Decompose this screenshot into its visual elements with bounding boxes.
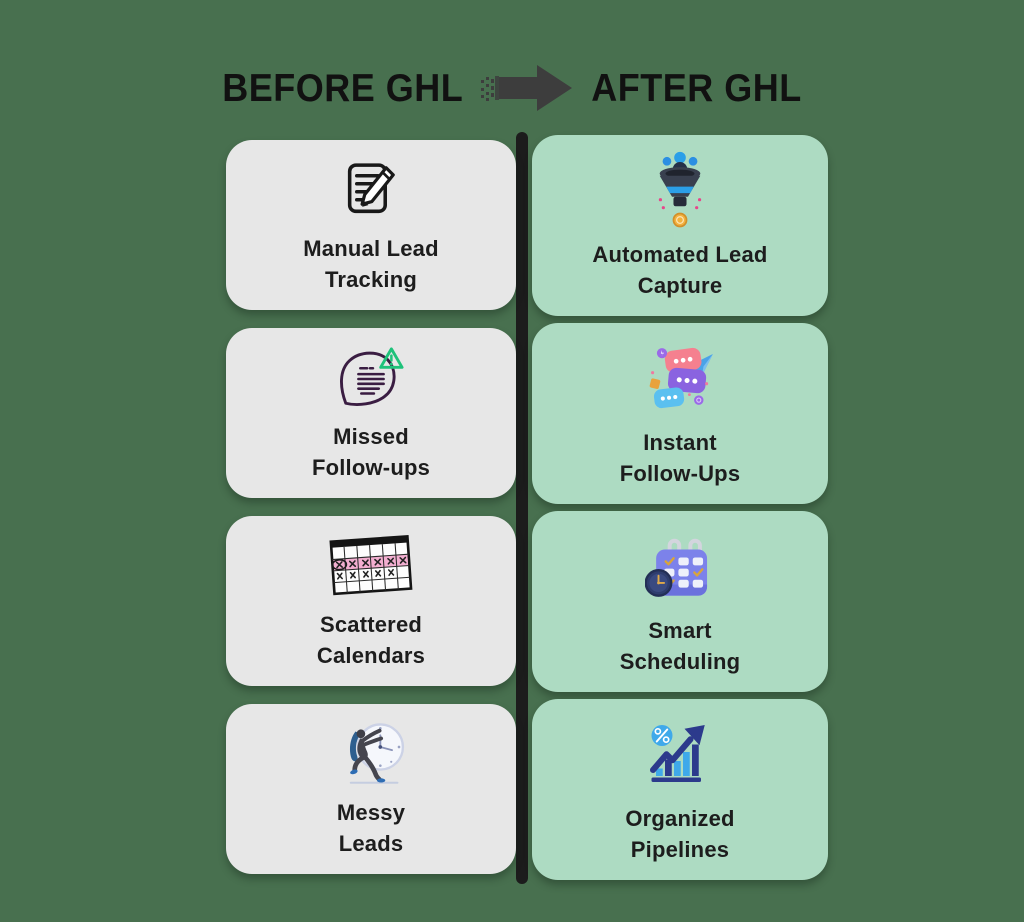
before-column: Manual Lead Tracking <box>226 140 516 874</box>
card-missed-follow-ups: Missed Follow-ups <box>226 328 516 498</box>
card-scattered-calendars: Scattered Calendars <box>226 516 516 686</box>
growth-bar-chart-icon <box>650 724 705 782</box>
card-automated-lead-capture: Automated Lead Capture <box>532 135 828 316</box>
missed-message-warning-icon <box>340 347 404 407</box>
card-manual-lead-tracking: Manual Lead Tracking <box>226 140 516 310</box>
right-arrow-icon <box>481 65 573 111</box>
after-column: Automated Lead Capture <box>532 135 828 880</box>
rushing-person-clock-icon <box>349 723 405 785</box>
after-heading: AFTER GHL <box>591 65 802 110</box>
lead-funnel-icon <box>658 151 702 228</box>
header: BEFORE GHL AFTER GHL <box>0 62 1024 114</box>
card-title: Smart Scheduling <box>619 617 741 674</box>
card-title: Manual Lead Tracking <box>303 235 439 292</box>
card-messy-leads: Messy Leads <box>226 704 516 874</box>
center-divider <box>516 132 528 884</box>
smart-scheduling-calendar-icon <box>645 538 708 597</box>
card-instant-follow-ups: Instant Follow-Ups <box>532 323 828 504</box>
card-title: Missed Follow-ups <box>311 423 431 480</box>
card-title: Automated Lead Capture <box>592 241 768 298</box>
card-title: Scattered Calendars <box>316 611 426 668</box>
notepad-pencil-icon <box>347 163 395 214</box>
card-title: Organized Pipelines <box>625 805 735 862</box>
before-heading: BEFORE GHL <box>222 65 464 110</box>
scattered-calendar-icon <box>329 535 413 596</box>
card-organized-pipelines: Organized Pipelines <box>532 699 828 880</box>
card-title: Instant Follow-Ups <box>619 429 741 486</box>
chat-bubbles-icon <box>649 347 713 408</box>
card-title: Messy Leads <box>336 799 406 856</box>
card-smart-scheduling: Smart Scheduling <box>532 511 828 692</box>
